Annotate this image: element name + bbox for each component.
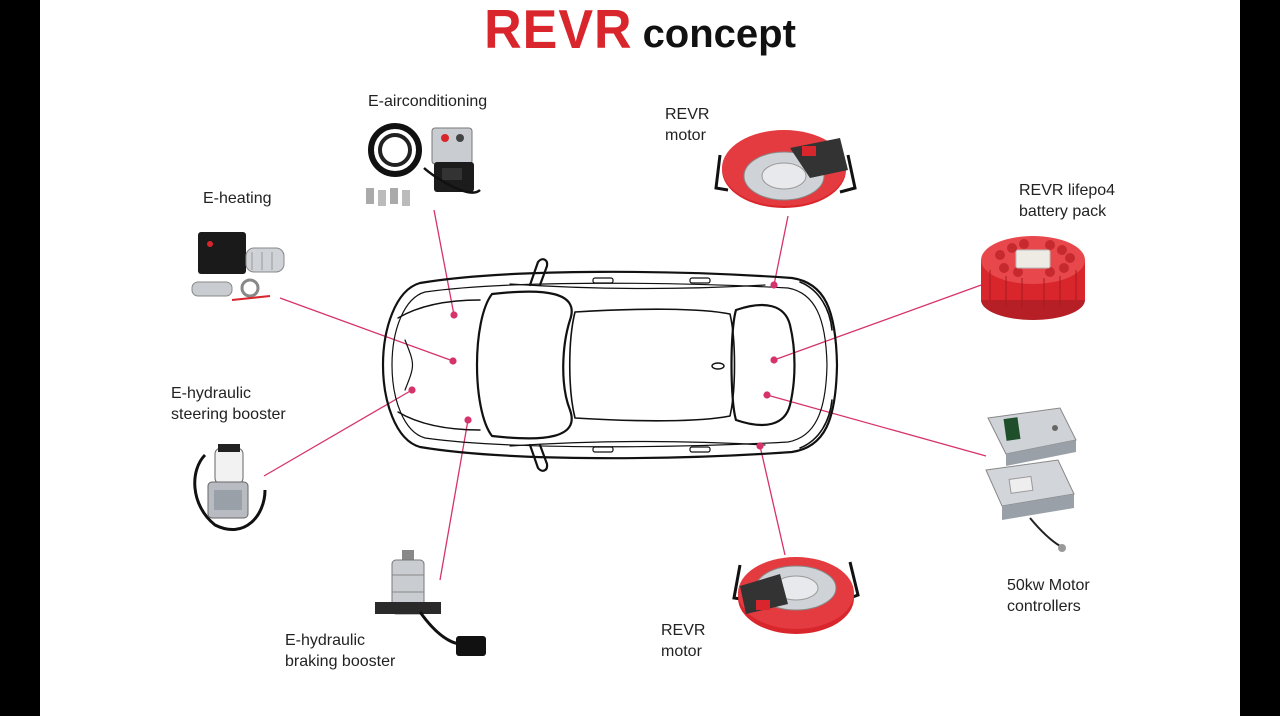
leader-braking	[439, 419, 469, 581]
motor-controllers-image	[985, 407, 1077, 552]
leader-steering	[263, 389, 413, 477]
dot-braking	[464, 416, 472, 424]
dot-motor-front	[770, 281, 778, 289]
diagram-art	[191, 123, 1085, 656]
dot-controllers	[763, 391, 771, 399]
connection-dots	[408, 281, 778, 450]
leader-heating	[279, 297, 454, 362]
title-concept: concept	[642, 12, 796, 56]
leader-lines	[263, 209, 987, 581]
label-e-airconditioning: E-airconditioning	[368, 93, 488, 110]
dot-heating	[449, 357, 457, 365]
label-e-heating: E-heating	[203, 190, 272, 207]
braking-booster-image	[375, 550, 486, 656]
title-brand: REVR	[484, 0, 633, 61]
label-e-hydraulic-steering: E-hydraulic steering booster	[171, 385, 286, 423]
leader-motor-rear	[759, 445, 786, 556]
label-revr-battery: REVR lifepo4 battery pack	[1019, 182, 1116, 220]
aircon-kit-image	[366, 123, 481, 206]
label-revr-motor-rear: REVR motor	[661, 622, 706, 660]
steering-booster-image	[193, 444, 267, 532]
label-e-hydraulic-braking: E-hydraulic braking booster	[285, 632, 396, 670]
label-revr-motor-front: REVR motor	[665, 106, 710, 144]
leader-battery	[773, 283, 985, 361]
heating-kit-image	[191, 232, 285, 301]
dot-aircon	[450, 311, 458, 319]
dot-battery	[770, 356, 778, 364]
leader-motor-front	[773, 215, 789, 286]
leader-aircon	[433, 209, 455, 316]
dot-steering	[408, 386, 416, 394]
dot-motor-rear	[756, 442, 764, 450]
motor-rear-image	[732, 557, 860, 634]
label-motor-controllers: 50kw Motor controllers	[1007, 577, 1090, 615]
car-outline	[381, 258, 839, 472]
leader-controllers	[766, 394, 987, 457]
motor-front-image	[714, 130, 857, 208]
battery-pack-image	[981, 236, 1085, 320]
